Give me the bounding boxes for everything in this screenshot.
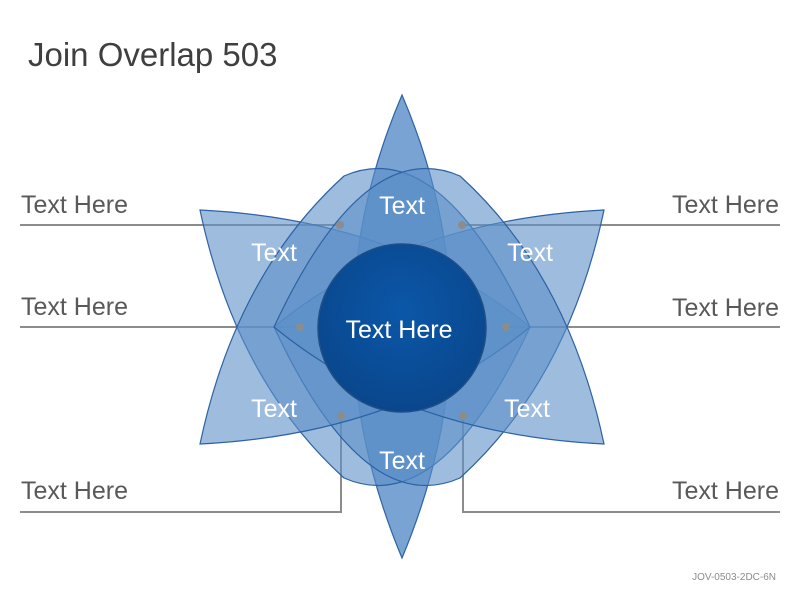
callout-left-top: Text Here: [21, 191, 128, 219]
center-label: Text Here: [346, 316, 453, 344]
dot-right-middle: [502, 323, 510, 331]
center-circle: [317, 243, 487, 413]
page-title: Join Overlap 503: [28, 36, 278, 73]
dot-right-bottom: [459, 412, 467, 420]
petal-label-upper-right: Text: [507, 239, 553, 267]
dot-right-top: [458, 221, 466, 229]
petal-label-bottom: Text: [379, 447, 425, 475]
petal-label-upper-left: Text: [251, 239, 297, 267]
petal-label-top: Text: [379, 192, 425, 220]
petal-label-lower-right: Text: [504, 395, 550, 423]
footer-code: JOV-0503-2DC-6N: [692, 572, 776, 583]
petal-label-lower-left: Text: [251, 395, 297, 423]
dot-left-middle: [296, 323, 304, 331]
callout-right-middle: Text Here: [672, 294, 779, 322]
dot-left-top: [336, 221, 344, 229]
connector-dots: [296, 221, 510, 420]
callout-right-bottom: Text Here: [672, 477, 779, 505]
callout-left-bottom: Text Here: [21, 477, 128, 505]
callout-left-middle: Text Here: [21, 293, 128, 321]
dot-left-bottom: [337, 412, 345, 420]
callout-right-top: Text Here: [672, 191, 779, 219]
